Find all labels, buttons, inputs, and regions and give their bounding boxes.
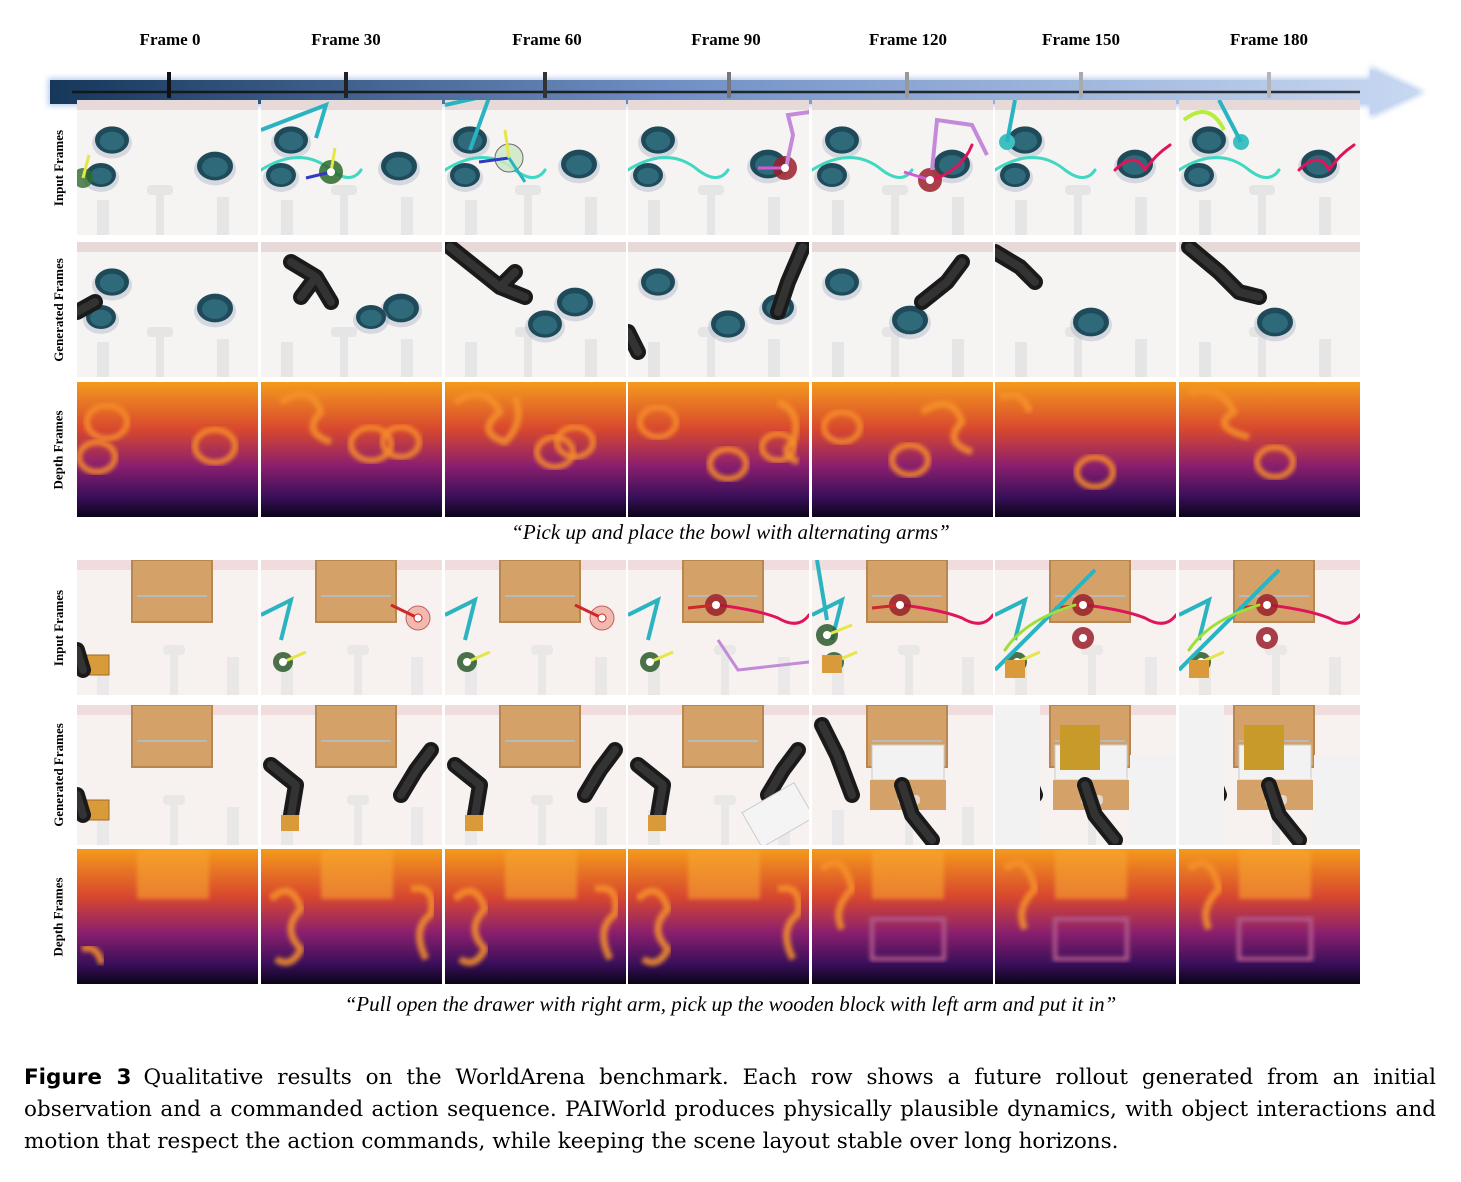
timeline-tick	[1267, 72, 1271, 98]
input-frame	[261, 560, 442, 695]
input-frame	[995, 560, 1176, 695]
row-label-input: Input Frames	[51, 589, 67, 666]
figure-number: Figure 3	[24, 1065, 132, 1090]
generated-frame	[1179, 242, 1360, 377]
depth-frame	[261, 382, 442, 517]
generated-frame	[628, 242, 809, 377]
input-frame	[812, 560, 993, 695]
generated-frame	[445, 705, 626, 845]
depth-frame	[1179, 849, 1360, 984]
row-label-generated: Generated Frames	[51, 723, 67, 827]
input-frame	[1179, 100, 1360, 235]
input-frame	[445, 560, 626, 695]
generated-frame	[1179, 705, 1360, 845]
timeline: Frame 0 Frame 30 Frame 60 Frame 90 Frame…	[40, 20, 1440, 118]
timeline-tick	[543, 72, 547, 98]
frame-label: Frame 180	[1230, 30, 1308, 49]
frame-label: Frame 90	[691, 30, 761, 49]
depth-frame	[628, 382, 809, 517]
figure-caption-text: Qualitative results on the WorldArena be…	[24, 1065, 1437, 1154]
generated-frame	[995, 705, 1176, 845]
depth-frame	[995, 382, 1176, 517]
depth-frame	[628, 849, 809, 984]
input-frame	[1179, 560, 1360, 695]
row-label-generated: Generated Frames	[51, 257, 67, 362]
frame-label: Frame 30	[311, 30, 381, 49]
input-frame	[628, 100, 809, 235]
generated-frame	[77, 705, 258, 845]
depth-frame	[995, 849, 1176, 984]
timeline-tick	[1079, 72, 1083, 98]
timeline-tick	[905, 72, 909, 98]
depth-frame	[77, 382, 258, 517]
depth-frame	[812, 849, 993, 984]
generated-frame	[445, 242, 626, 377]
generated-frame	[812, 705, 993, 845]
generated-frame	[261, 705, 442, 845]
depth-frame	[1179, 382, 1360, 517]
generated-frame	[628, 705, 809, 845]
row-label-depth: Depth Frames	[51, 876, 67, 957]
depth-frame	[445, 382, 626, 517]
timeline-tick	[727, 72, 731, 98]
row-label-input: Input Frames	[51, 129, 67, 206]
row-label-depth: Depth Frames	[51, 409, 67, 490]
frame-label: Frame 150	[1042, 30, 1120, 49]
generated-frame	[77, 242, 258, 377]
input-frame	[445, 100, 626, 235]
example-instruction: “Pick up and place the bowl with alterna…	[511, 520, 950, 544]
input-frame	[77, 560, 258, 695]
depth-frame	[445, 849, 626, 984]
frame-label: Frame 120	[869, 30, 947, 49]
frame-label: Frame 0	[139, 30, 201, 49]
input-frame	[77, 100, 258, 235]
input-frame	[628, 560, 809, 695]
timeline-tick	[167, 72, 171, 98]
generated-frame	[812, 242, 993, 377]
generated-frame	[261, 242, 442, 377]
input-frame	[995, 100, 1176, 235]
frame-label: Frame 60	[512, 30, 582, 49]
depth-frame	[77, 849, 258, 984]
input-frame	[261, 100, 442, 235]
depth-frame	[812, 382, 993, 517]
depth-frame	[261, 849, 442, 984]
timeline-tick	[344, 72, 348, 98]
input-frame	[812, 100, 993, 235]
example-instruction: “Pull open the drawer with right arm, pi…	[344, 992, 1117, 1016]
generated-frame	[995, 242, 1176, 377]
